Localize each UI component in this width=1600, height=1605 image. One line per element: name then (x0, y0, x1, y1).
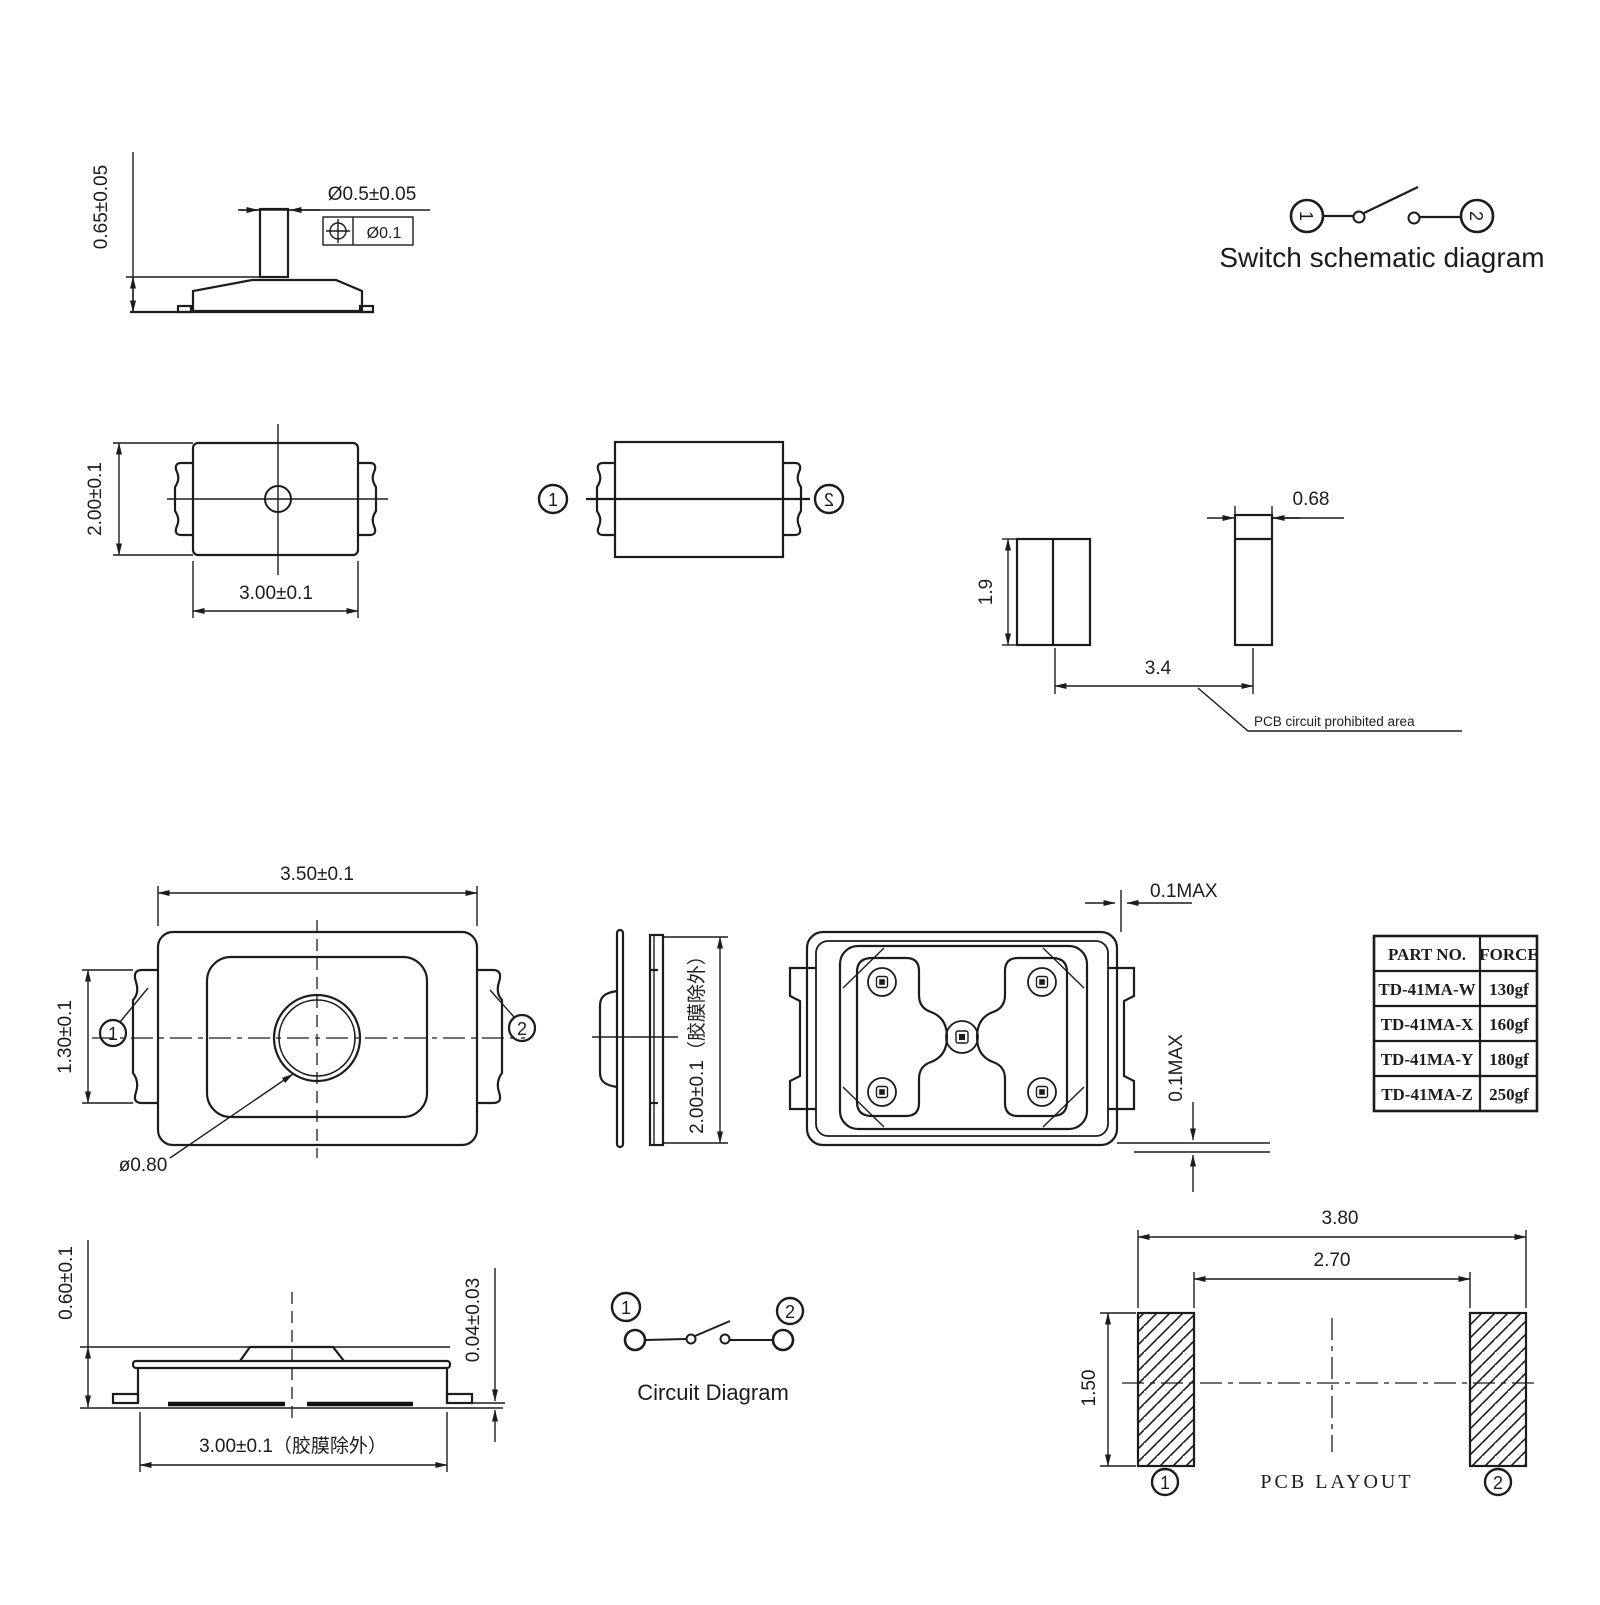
center-stem-circle (264, 485, 292, 513)
pin2-callout (1483, 1467, 1513, 1497)
dim-body-height: 0.65±0.05 (91, 165, 112, 249)
schematic-caption: Switch schematic diagram (1219, 242, 1544, 273)
pin2-label: 2 (824, 490, 834, 510)
view-top-detail: 3.50±0.1 1.30±0.1 1 2 ø0.80 (55, 864, 537, 1176)
dim-top-width: 3.00±0.1 (239, 583, 313, 604)
pcb-pad-1 (1136, 1311, 1196, 1468)
view-top-small: 2.00±0.1 3.00±0.1 (85, 424, 388, 618)
table-row: TD-41MA-W 130gf (1378, 980, 1529, 999)
pcb-pad-2 (1468, 1311, 1528, 1468)
table-row: TD-41MA-Y 180gf (1381, 1050, 1529, 1069)
dim-gap-top: 0.1MAX (1150, 881, 1218, 902)
dim-actuator-dia: ø0.80 (119, 1155, 168, 1176)
view-pad-dimensions: 1.9 0.68 3.4 PCB circuit prohibited area (976, 489, 1462, 732)
force-value: 130gf (1489, 980, 1529, 999)
dim-pcb-inner: 2.70 (1314, 1250, 1351, 1271)
view-front: 0.60±0.1 0.04±0.03 3.00±0.1（胶膜除外） (56, 1240, 505, 1472)
actuator-circle-inner (278, 999, 356, 1077)
view-side-pins: 1 2 (537, 440, 845, 559)
table-header-force: FORCE (1479, 945, 1539, 964)
schematic-pin2-label: 2 (1466, 211, 1486, 221)
dim-pad-pitch: 3.4 (1145, 658, 1172, 679)
force-table: PART NO. FORCE TD-41MA-W 130gf TD-41MA-X… (1372, 934, 1539, 1113)
dim-gap-side: 0.1MAX (1166, 1034, 1187, 1102)
circuit-caption: Circuit Diagram (637, 1380, 789, 1405)
pin1-label: 1 (548, 490, 558, 510)
pin2-callout (813, 483, 845, 515)
view-bottom: 0.1MAX 0.1MAX (788, 881, 1270, 1192)
dim-top-height: 2.00±0.1 (85, 462, 106, 536)
view-switch-schematic: 1 2 Switch schematic diagram (1219, 186, 1545, 273)
table-header-part: PART NO. (1388, 945, 1466, 964)
terminal-1-icon (623, 1328, 647, 1352)
dim-pad-width: 0.68 (1293, 489, 1330, 510)
pin1-callout (1150, 1467, 1180, 1497)
force-value: 160gf (1489, 1015, 1529, 1034)
dim-standoff: 0.04±0.03 (463, 1278, 484, 1362)
pin2-callout (507, 1013, 537, 1043)
pin1-callout (610, 1291, 642, 1323)
pcb-layout-caption: PCB LAYOUT (1260, 1471, 1413, 1493)
pin2-label: 2 (517, 1019, 527, 1039)
view-circuit: 1 2 Circuit Diagram (610, 1291, 805, 1405)
pin2-label: 2 (785, 1302, 795, 1322)
terminal-2-icon (771, 1328, 795, 1352)
part-no: TD-41MA-Y (1381, 1050, 1474, 1069)
part-no: TD-41MA-Z (1381, 1085, 1473, 1104)
force-value: 180gf (1489, 1050, 1529, 1069)
pin2-label: 2 (1493, 1473, 1503, 1493)
pin1-callout (537, 483, 569, 515)
contact-point-icon (1352, 210, 1366, 224)
feature-control-frame: Ø0.1 (322, 216, 414, 246)
actuator-circle-outer (272, 993, 362, 1083)
contact-point-icon (685, 1333, 697, 1345)
dim-front-height: 0.60±0.1 (56, 1246, 77, 1320)
pad-note: PCB circuit prohibited area (1254, 714, 1415, 729)
dim-detail-width: 3.50±0.1 (280, 864, 354, 885)
pin1-label: 1 (108, 1024, 118, 1044)
dim-tab-height: 1.30±0.1 (55, 1000, 76, 1074)
pin2-callout (775, 1296, 805, 1326)
pin1-label: 1 (1160, 1473, 1170, 1493)
dim-profile-height: 2.00±0.1（胶膜除外） (686, 946, 708, 1134)
view-stem-side: 0.65±0.05 Ø0.5±0.05 Ø0.1 (91, 152, 430, 314)
schematic-pin1-label: 1 (1296, 211, 1316, 221)
table-row: TD-41MA-X 160gf (1381, 1015, 1529, 1034)
dim-pcb-outer: 3.80 (1322, 1208, 1359, 1229)
dim-pcb-pad-height: 1.50 (1079, 1370, 1100, 1407)
contact-point-icon (719, 1333, 731, 1345)
dim-position-tol: Ø0.1 (367, 225, 402, 242)
part-no: TD-41MA-X (1381, 1015, 1474, 1034)
pin1-label: 1 (621, 1298, 631, 1318)
view-pcb-layout: 3.80 2.70 1.50 1 2 PCB LAYOUT (1079, 1208, 1540, 1497)
dim-front-width: 3.00±0.1（胶膜除外） (199, 1435, 387, 1457)
contact-point-icon (1407, 211, 1421, 225)
table-row: TD-41MA-Z 250gf (1381, 1085, 1529, 1104)
dim-pad-height: 1.9 (976, 579, 997, 605)
pin1-callout (98, 1018, 128, 1048)
weld-contacts (867, 967, 1057, 1107)
view-profile: 2.00±0.1（胶膜除外） (592, 928, 728, 1149)
force-value: 250gf (1489, 1085, 1529, 1104)
part-no: TD-41MA-W (1378, 980, 1475, 999)
dim-stem-diameter: Ø0.5±0.05 (328, 184, 417, 205)
